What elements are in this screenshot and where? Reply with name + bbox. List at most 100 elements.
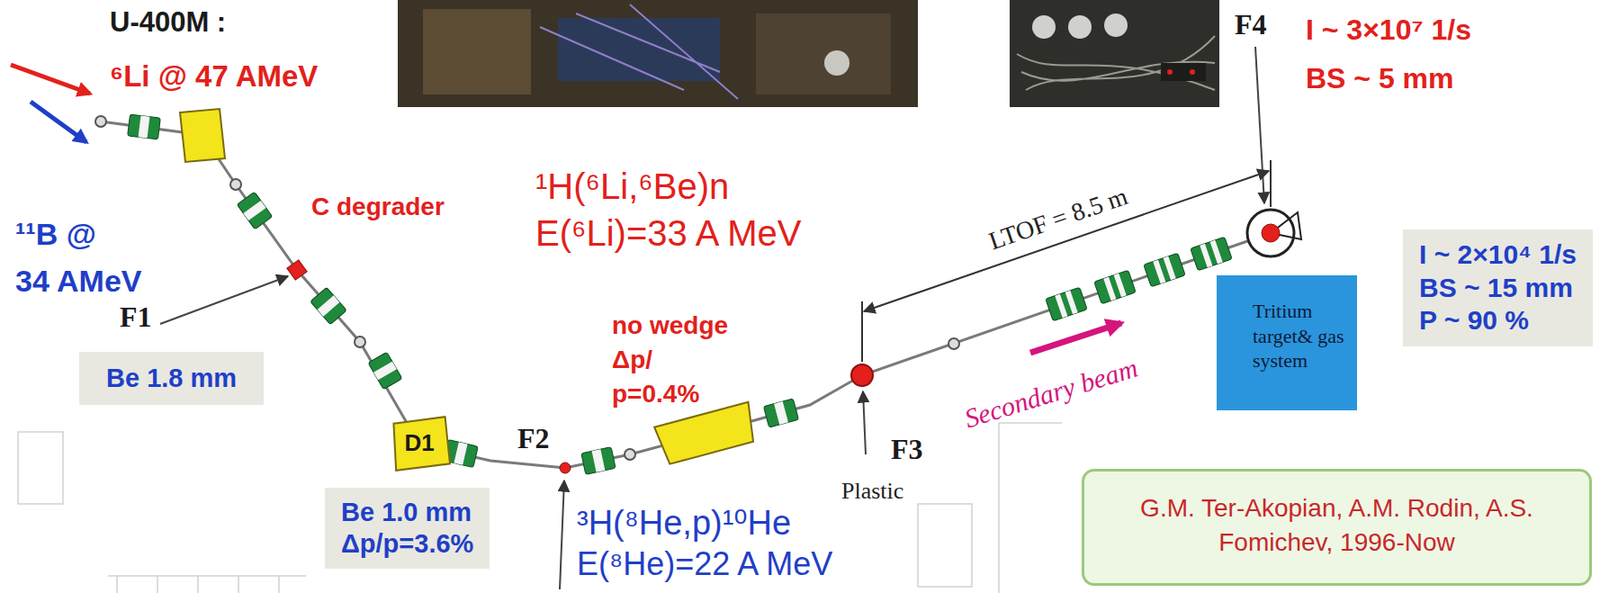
leader-arrow (160, 276, 288, 324)
secondary-beam-arrow (1030, 323, 1122, 353)
quadrupole (310, 287, 347, 324)
beam-line (100, 121, 1271, 468)
wedge-note: Δp/ (611, 344, 653, 376)
photo (1016, 35, 1215, 90)
beam-line (354, 336, 366, 348)
photo (422, 8, 531, 95)
photo (1104, 13, 1128, 37)
reaction-label: ¹H(⁶Li,⁶Be)n (535, 164, 729, 208)
beam-intensity: I ~ 3×10⁷ 1/s (1305, 12, 1472, 47)
photo (397, 0, 1220, 108)
quadrupole (581, 447, 616, 476)
target-marker (287, 260, 307, 280)
leader-arrow (862, 391, 866, 455)
quadrupole (368, 351, 403, 389)
beam-arrow (10, 64, 90, 143)
target-thickness: Be 1.0 mm (341, 496, 474, 529)
target-marker (1247, 209, 1295, 257)
quadrupole (1143, 252, 1186, 288)
dimension-line (862, 160, 1271, 362)
photo (824, 50, 850, 76)
beam-arrow (30, 101, 87, 143)
quadrupole (373, 361, 397, 381)
focal-plane-label: F4 (1234, 7, 1268, 42)
credits-text: G.M. Ter-Akopian, A.M. Rodin, A.S. Fomic… (1125, 491, 1549, 560)
dipole-magnet (654, 402, 759, 466)
quadrupole (763, 398, 799, 428)
quadrupole (236, 191, 272, 230)
floor-plan (107, 575, 306, 593)
photo (397, 0, 918, 108)
beam-purity: P ~ 90 % (1419, 304, 1577, 338)
degrader-label: C degrader (311, 191, 445, 223)
magnet-outline (393, 416, 450, 471)
dipole-magnet (654, 402, 759, 466)
energy-label: E(⁸He)=22 A MeV (576, 545, 833, 583)
wedge-note: no wedge (611, 310, 729, 342)
magnet-name: D1 (404, 429, 434, 458)
photo (1167, 69, 1173, 75)
quadrupole (1199, 243, 1213, 269)
beam-line (95, 116, 1271, 468)
quadrupole (1210, 240, 1223, 265)
quadrupole (763, 398, 799, 428)
dipole-magnet (179, 108, 225, 162)
target-note-box: Be 1.8 mm (79, 351, 264, 405)
quadrupole (368, 351, 403, 389)
quadrupole (127, 114, 162, 140)
quadrupole (1065, 290, 1079, 315)
quadrupole (236, 191, 272, 230)
leader-arrow (1255, 46, 1265, 204)
dipole-magnet: D1 (388, 415, 450, 472)
quadrupole (317, 295, 341, 316)
dipole-magnet (179, 108, 759, 466)
beam-parameter-box: I ~ 2×10⁴ 1/sBS ~ 15 mmP ~ 90 % (1402, 229, 1593, 347)
focal-plane-label: F1 (119, 299, 153, 334)
quadrupole (453, 441, 468, 466)
primary-beam-label: 34 AMeV (15, 262, 142, 300)
leader-arrow (559, 480, 565, 590)
quadrupole (581, 447, 616, 476)
tritium-target-box: Tritium target& gas system (1216, 275, 1358, 411)
momentum-spread: Δp/p=3.6% (341, 528, 474, 560)
dimension-label: LTOF = 8.5 m (985, 180, 1133, 257)
dimension-line (863, 170, 1269, 312)
quadrupole (1152, 260, 1166, 285)
beam-line (624, 449, 636, 460)
photo (755, 13, 891, 95)
photo (1009, 0, 1220, 108)
quadrupole (1045, 287, 1088, 322)
energy-label: E(⁶Li)=33 A MeV (535, 211, 802, 255)
detector-label: Plastic (841, 476, 904, 505)
photo (1032, 15, 1056, 39)
quadrupole (1045, 287, 1088, 322)
quadrupole (242, 200, 266, 221)
quadrupole (1054, 294, 1068, 319)
beam-intensity: I ~ 2×10⁴ 1/s (1419, 238, 1577, 272)
focal-plane-label: F3 (890, 431, 924, 467)
beam-arrow (10, 64, 90, 94)
photo (1068, 15, 1092, 39)
quadrupole (1163, 256, 1177, 281)
secondary-beam-arrow (1030, 323, 1122, 353)
primary-beam-label: ¹¹B @ (15, 215, 97, 253)
quadrupole (1094, 269, 1136, 305)
beam-spot: BS ~ 5 mm (1305, 61, 1455, 96)
quadrupole (1143, 252, 1186, 288)
quadrupole (1190, 236, 1232, 271)
quadrupole (1094, 269, 1136, 305)
credits-scroll: G.M. Ter-Akopian, A.M. Rodin, A.S. Fomic… (1081, 468, 1592, 586)
beam-spot: BS ~ 15 mm (1419, 271, 1577, 306)
dimension-line (1269, 160, 1272, 207)
quadrupole (138, 115, 151, 138)
photo (1160, 62, 1206, 81)
quadrupole (1190, 236, 1232, 271)
accelerator-name: U-400M : (109, 5, 318, 39)
floor-plan (17, 431, 63, 504)
quadrupole (310, 287, 347, 324)
focal-plane-label: F2 (517, 421, 550, 456)
photo (539, 4, 738, 99)
photo (1189, 69, 1196, 75)
target-note-box: Be 1.0 mmΔp/p=3.6% (324, 487, 490, 569)
